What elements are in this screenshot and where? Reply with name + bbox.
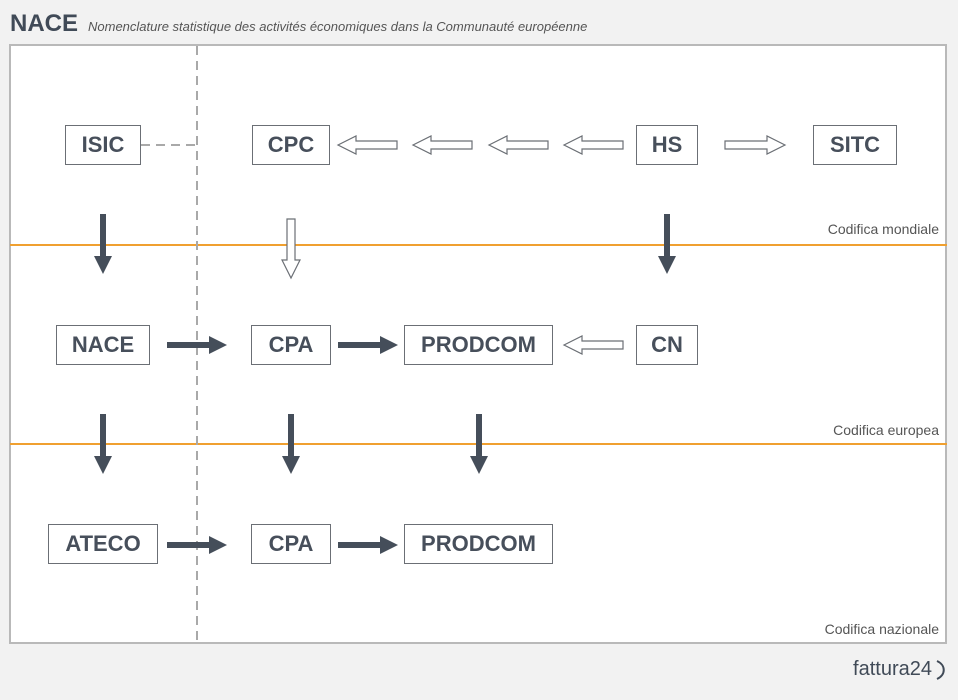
arrow-cpa-prodcom-it — [338, 536, 398, 554]
page-subtitle: Nomenclature statistique des activités é… — [88, 19, 588, 34]
arrow-isic-nace — [94, 214, 112, 274]
node-isic: ISIC — [65, 125, 141, 165]
hollow-arrow-left-2 — [411, 135, 473, 155]
hollow-arrow-left-1 — [336, 135, 398, 155]
logo-swoosh-icon — [936, 659, 945, 680]
node-cpc: CPC — [252, 125, 330, 165]
node-ateco: ATECO — [48, 524, 158, 564]
node-prodcom-national: PRODCOM — [404, 524, 553, 564]
node-cpa-european: CPA — [251, 325, 331, 365]
arrow-cpa-cpa — [282, 414, 300, 474]
node-sitc: SITC — [813, 125, 897, 165]
hollow-arrow-left-prodcom — [562, 335, 624, 355]
arrow-cpa-prodcom-eu — [338, 336, 398, 354]
node-cpa-national: CPA — [251, 524, 331, 564]
arrow-nace-ateco — [94, 414, 112, 474]
arrow-prodcom-prodcom — [470, 414, 488, 474]
level-label-world: Codifica mondiale — [827, 221, 939, 237]
node-nace: NACE — [56, 325, 150, 365]
arrow-nace-cpa — [167, 336, 227, 354]
hollow-arrow-right-sitc — [724, 135, 787, 155]
level-label-european: Codifica europea — [833, 422, 939, 438]
node-prodcom-european: PRODCOM — [404, 325, 553, 365]
node-cn: CN — [636, 325, 698, 365]
page-title: NACE — [10, 10, 79, 37]
level-label-national: Codifica nazionale — [824, 621, 939, 637]
fattura24-logo: fattura24 — [853, 658, 948, 681]
hollow-arrow-down-cpa — [281, 218, 301, 280]
hollow-arrow-left-4 — [562, 135, 624, 155]
hollow-arrow-left-3 — [487, 135, 549, 155]
arrow-ateco-cpa — [167, 536, 227, 554]
node-hs: HS — [636, 125, 698, 165]
arrow-hs-cn — [658, 214, 676, 274]
logo-text: fattura24 — [853, 658, 932, 680]
